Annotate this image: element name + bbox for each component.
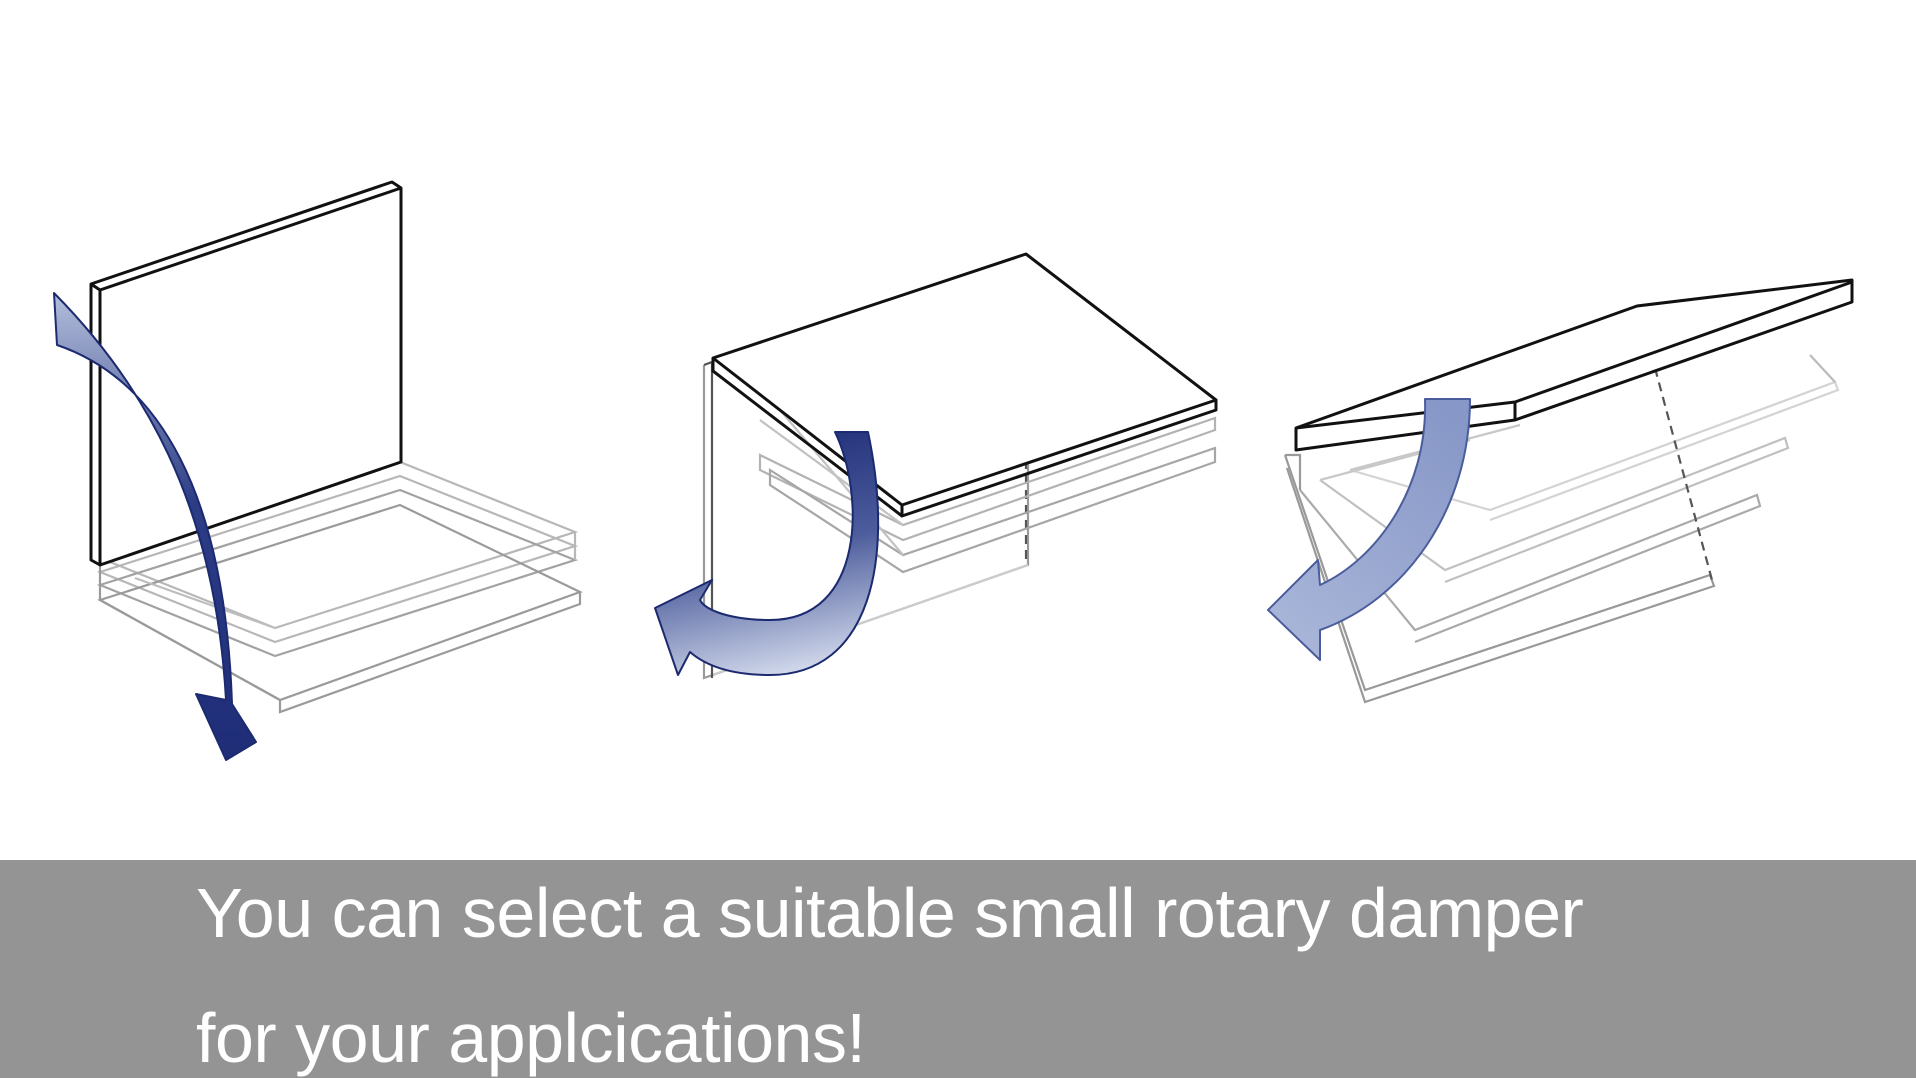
swing-lid xyxy=(1294,278,1854,452)
illustration-lid-swinging-down xyxy=(1267,278,1854,704)
curved-arrow-down-icon xyxy=(53,292,257,761)
curved-arrow-back-icon xyxy=(654,431,880,676)
top-lid xyxy=(711,252,1218,518)
rotary-damper-diagram xyxy=(53,180,1854,761)
upright-lid xyxy=(89,180,403,567)
illustration-lid-folding-under xyxy=(654,252,1218,680)
caption-band xyxy=(0,860,1916,1078)
curved-arrow-down-left-icon xyxy=(1267,398,1471,661)
illustration-lid-falling-forward xyxy=(53,180,583,761)
ghost-lid-positions xyxy=(758,409,1217,574)
caption-line-2: for your applcications! xyxy=(196,999,866,1077)
caption-line-1: You can select a suitable small rotary d… xyxy=(196,874,1584,952)
